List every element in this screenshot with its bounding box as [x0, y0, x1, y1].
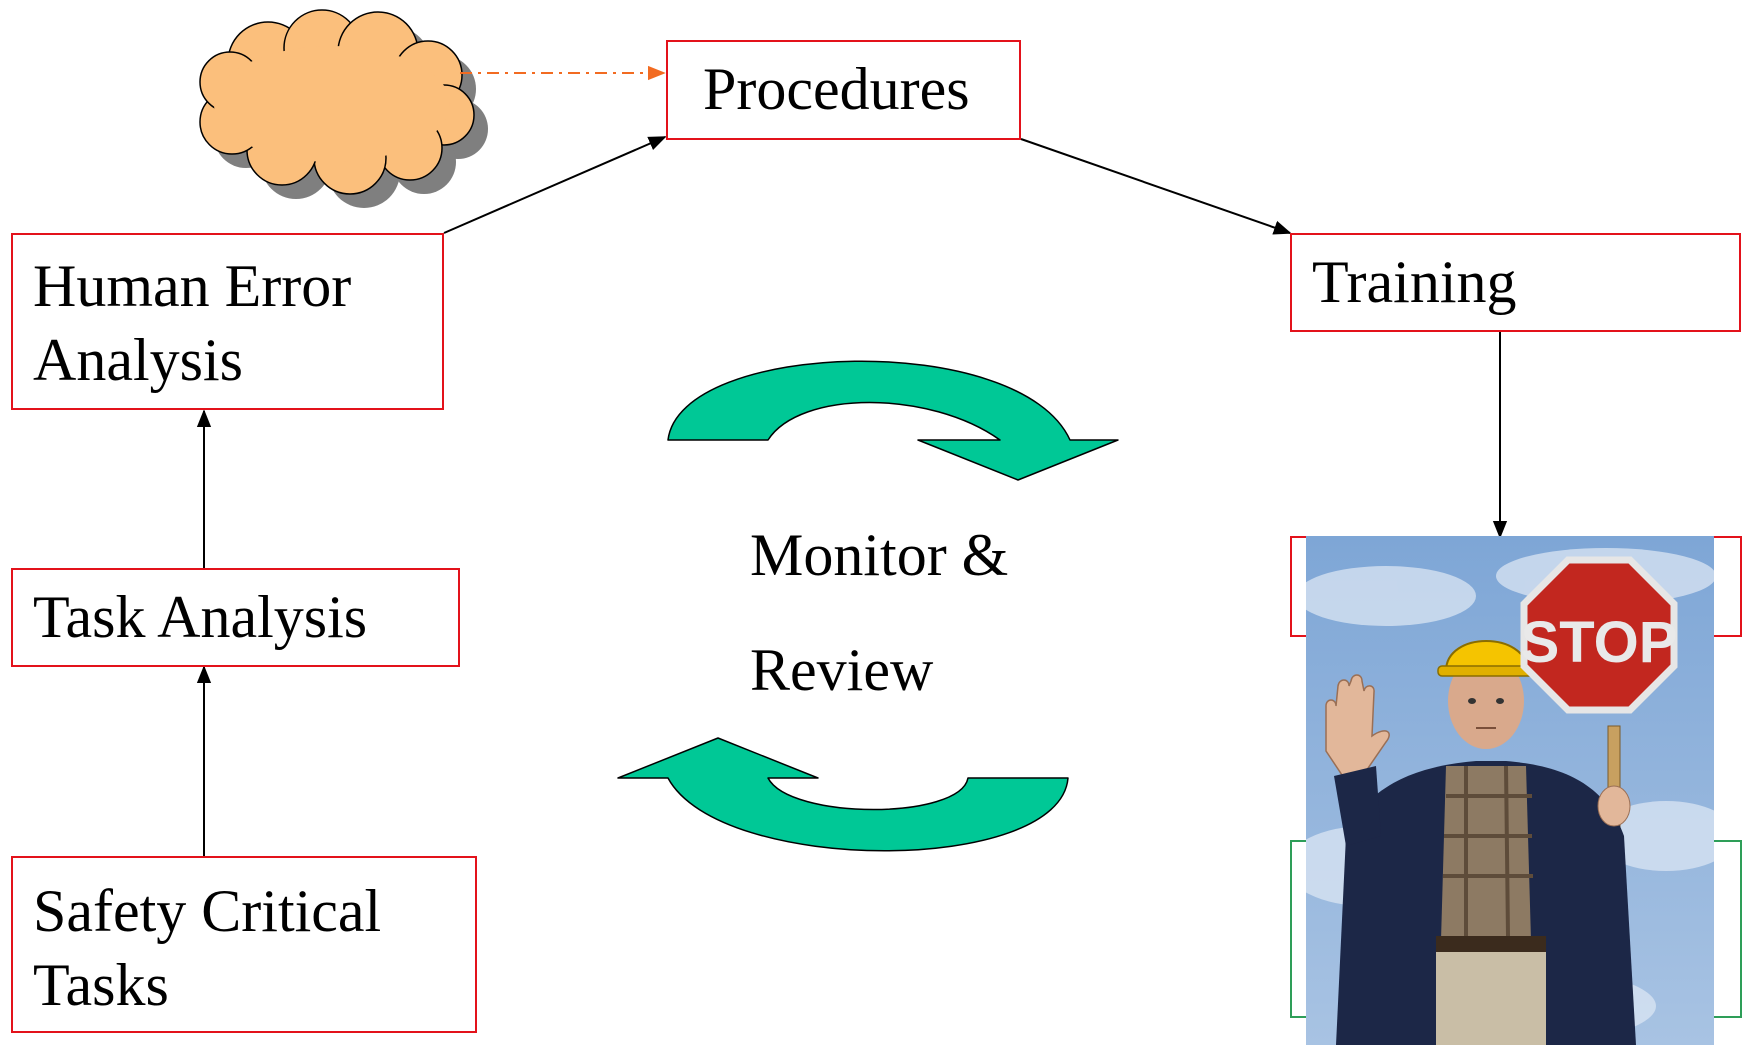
- training-label: Training: [1312, 249, 1517, 315]
- worker-stop-sign-photo: STOP: [1306, 536, 1714, 1045]
- cycle-arrow-bottom: [617, 737, 1069, 852]
- safety-critical-tasks-label: Safety Critical Tasks: [33, 878, 382, 1018]
- human-error-analysis-box: Human Error Analysis: [11, 233, 444, 410]
- monitor-label: Monitor &: [750, 522, 1009, 588]
- review-label: Review: [750, 637, 934, 703]
- procedures-to-training-arrow: [1020, 138, 1292, 235]
- task-analysis-label: Task Analysis: [33, 584, 368, 650]
- human-error-to-procedures-arrow: [443, 136, 667, 234]
- stop-sign-icon: [1520, 556, 1678, 714]
- training-box: Training: [1290, 233, 1741, 332]
- procedures-box: Procedures: [666, 40, 1021, 140]
- cloud-icon: [199, 9, 488, 208]
- safety-critical-tasks-box: Safety Critical Tasks: [11, 856, 477, 1033]
- procedures-label: Procedures: [703, 56, 970, 122]
- stop-sign-text: STOP: [1521, 610, 1678, 675]
- human-error-analysis-label: Human Error Analysis: [33, 253, 352, 393]
- cycle-arrow-top: [667, 360, 1119, 481]
- task-analysis-box: Task Analysis: [11, 568, 460, 667]
